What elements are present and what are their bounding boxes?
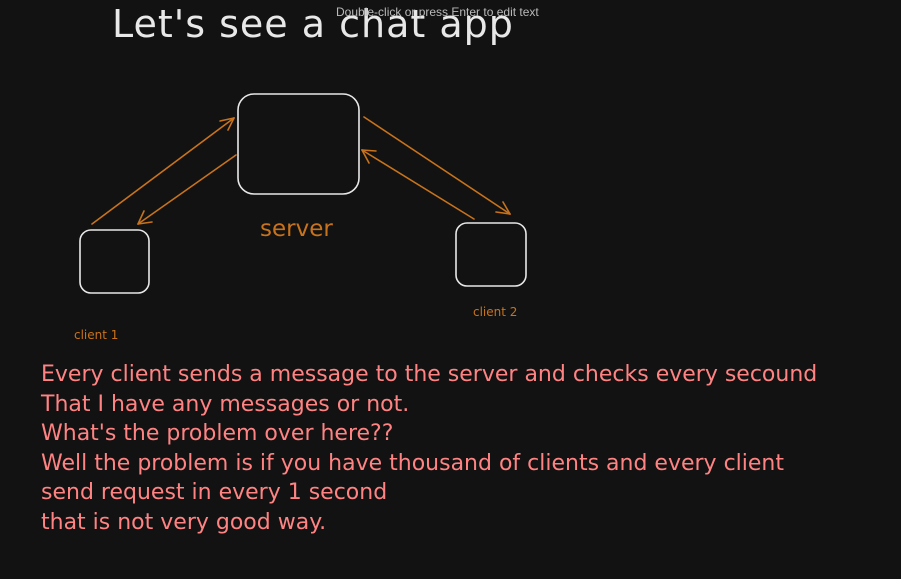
client-1-box[interactable]	[79, 229, 150, 294]
client-2-box[interactable]	[455, 222, 527, 287]
arrow-client2-to-server[interactable]	[361, 149, 475, 220]
note-line: Every client sends a message to the serv…	[41, 362, 818, 387]
note-line: What's the problem over here??	[41, 421, 394, 446]
edit-hint: Double-click or press Enter to edit text	[336, 5, 539, 19]
client-2-label[interactable]: client 2	[473, 305, 518, 319]
note-line: that is not very good way.	[41, 509, 327, 535]
arrow-server-to-client1[interactable]	[137, 154, 237, 225]
server-label[interactable]: server	[260, 216, 333, 242]
server-box[interactable]	[237, 93, 360, 195]
note-line: That I have any messages or not.	[41, 391, 410, 417]
arrow-client1-to-server[interactable]	[91, 117, 235, 225]
notes-text-block[interactable]: Every client sends a message to the serv…	[41, 360, 891, 537]
canvas-title[interactable]: Let's see a chat app	[112, 2, 514, 46]
note-line: send request in every 1 second	[41, 480, 388, 505]
arrow-server-to-client2[interactable]	[363, 116, 511, 215]
client-1-label[interactable]: client 1	[74, 328, 119, 342]
note-line: Well the problem is if you have thousand…	[41, 450, 784, 476]
